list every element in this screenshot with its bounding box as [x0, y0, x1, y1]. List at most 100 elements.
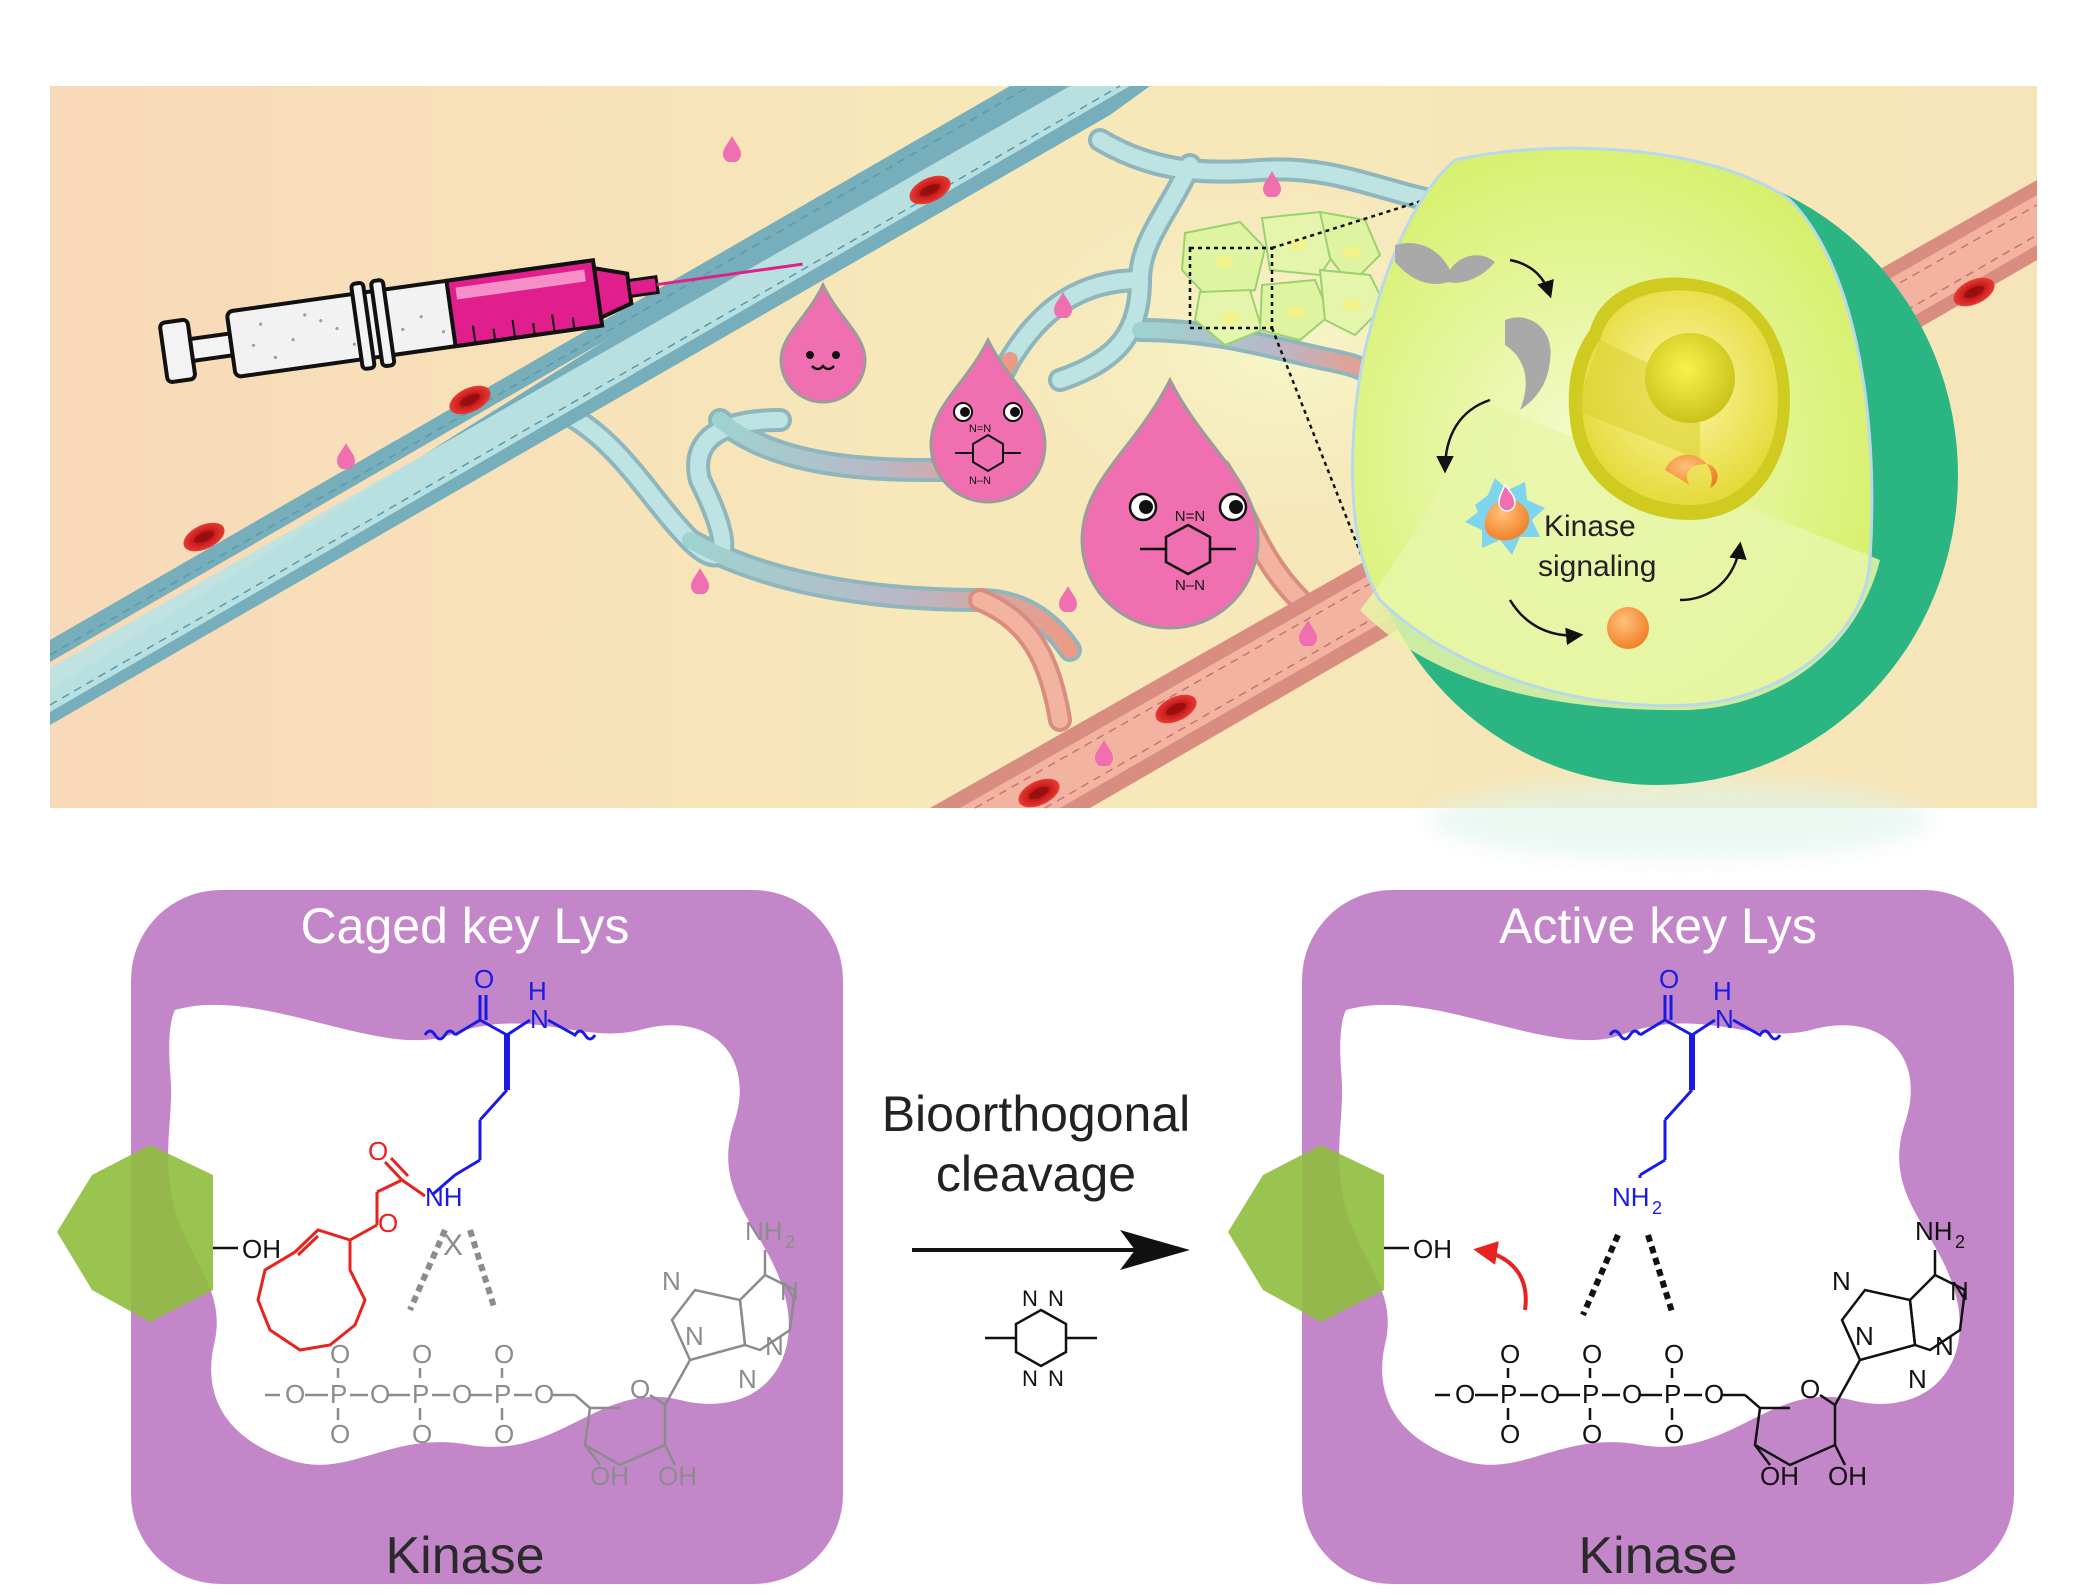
svg-text:O: O: [1500, 1419, 1520, 1449]
tumor-cell-cluster: [1180, 210, 1387, 347]
svg-text:O: O: [330, 1419, 350, 1449]
svg-text:N: N: [1832, 1266, 1851, 1296]
carbonyl-o-left: O: [474, 964, 494, 994]
lys-nh2-right: NH: [1612, 1182, 1650, 1212]
svg-text:O: O: [1800, 1374, 1820, 1404]
tetrazine-reagent: N N N N: [985, 1286, 1097, 1391]
svg-text:O: O: [412, 1419, 432, 1449]
receptor: [1395, 242, 1495, 284]
lys-nh2-sub-right: 2: [1652, 1198, 1662, 1218]
svg-text:P: P: [1500, 1379, 1517, 1409]
adaptor-protein: [1505, 317, 1551, 410]
svg-text:P: P: [412, 1379, 429, 1409]
syringe: [158, 257, 803, 384]
nucleus: [1568, 277, 1790, 520]
active-lys-panel: Active key Lys Kinase OH O H N NH 2: [1228, 890, 2014, 1585]
binding-pocket-left: [168, 1004, 789, 1465]
amide-n-right: N: [1715, 1004, 1734, 1034]
panel-title-right: Active key Lys: [1499, 898, 1817, 954]
svg-text:N=N: N=N: [1175, 508, 1205, 525]
svg-text:O: O: [1500, 1339, 1520, 1369]
panel-footer-right: Kinase: [1579, 1527, 1738, 1585]
reaction-label-1: Bioorthogonal: [882, 1086, 1191, 1142]
svg-text:N: N: [1048, 1286, 1064, 1311]
droplet-large-tetrazine: N=N N–N: [1080, 376, 1260, 630]
svg-text:N: N: [685, 1321, 704, 1351]
carbamate-o1-left: O: [368, 1136, 388, 1166]
svg-text:N–N: N–N: [969, 475, 991, 487]
svg-text:O: O: [1582, 1339, 1602, 1369]
svg-text:O: O: [330, 1339, 350, 1369]
svg-text:2: 2: [785, 1232, 795, 1252]
svg-text:N: N: [1048, 1366, 1064, 1391]
panel-title-left: Caged key Lys: [301, 898, 630, 954]
svg-text:OH: OH: [1828, 1461, 1867, 1491]
svg-text:P: P: [1664, 1379, 1681, 1409]
blood-vessel-blue: [49, 85, 1150, 725]
svg-text:O: O: [1455, 1379, 1475, 1409]
svg-text:P: P: [494, 1379, 511, 1409]
signaling-molecule: [1607, 607, 1649, 649]
svg-text:O: O: [285, 1379, 305, 1409]
svg-text:2: 2: [1955, 1232, 1965, 1252]
carbamate-o2-left: O: [378, 1208, 398, 1238]
svg-text:O: O: [1704, 1379, 1724, 1409]
caged-lys-panel: Caged key Lys Kinase OH O H N NH: [57, 890, 843, 1585]
svg-text:N=N: N=N: [969, 423, 991, 435]
tco-cage: [256, 1156, 426, 1352]
svg-text:P: P: [1582, 1379, 1599, 1409]
substrate-hexagon-left: [57, 1145, 213, 1322]
svg-text:OH: OH: [1760, 1461, 1799, 1491]
zoom-box: [1188, 246, 1274, 330]
svg-text:O: O: [494, 1419, 514, 1449]
lysine-backbone-left: [423, 995, 597, 1197]
kinase-signaling-label-1: Kinase: [1544, 510, 1636, 543]
svg-text:N: N: [1855, 1321, 1874, 1351]
lysine-backbone-right: [1608, 995, 1782, 1178]
reaction-arrowhead: [1120, 1230, 1190, 1270]
svg-text:O: O: [1622, 1379, 1642, 1409]
svg-text:N: N: [1022, 1286, 1038, 1311]
svg-text:O: O: [412, 1339, 432, 1369]
svg-text:NH: NH: [1915, 1216, 1953, 1246]
panel-footer-left: Kinase: [386, 1527, 545, 1585]
active-kinase-burst: [1465, 478, 1545, 555]
svg-text:O: O: [1664, 1419, 1684, 1449]
svg-text:N: N: [1908, 1364, 1927, 1394]
phosphoryl-transfer-arrow: [1473, 1241, 1528, 1311]
droplet-medium-tetrazine: N=N N–N: [929, 336, 1047, 504]
amide-n-left: N: [530, 1004, 549, 1034]
carbonyl-o-right: O: [1659, 964, 1679, 994]
nucleolus: [1645, 333, 1735, 423]
svg-text:O: O: [452, 1379, 472, 1409]
tissue-scene: N=N N–N N=N N–N: [49, 85, 2038, 860]
svg-text:OH: OH: [590, 1461, 629, 1491]
active-interaction: [1580, 1233, 1676, 1317]
kinase-signaling-label-2: signaling: [1538, 550, 1656, 583]
blocked-interaction: [407, 1228, 498, 1312]
droplet-small-face: [779, 281, 867, 404]
svg-text:O: O: [1540, 1379, 1560, 1409]
cell-cutaway: Kinase signaling: [1351, 146, 1958, 860]
svg-text:N: N: [1022, 1366, 1038, 1391]
hydroxyl-right: OH: [1413, 1234, 1452, 1264]
amide-h-left: H: [528, 976, 547, 1006]
svg-text:O: O: [370, 1379, 390, 1409]
reaction-arrow-group: Bioorthogonal cleavage N N N N: [882, 1086, 1191, 1391]
lys-nh-left: NH: [425, 1182, 463, 1212]
blocked-x-left: X: [443, 1229, 463, 1262]
amide-h-right: H: [1713, 976, 1732, 1006]
atp-left: O O O P P P O O O O O O O O OH OH N N N …: [265, 1216, 799, 1491]
svg-text:N: N: [738, 1364, 757, 1394]
svg-text:N: N: [662, 1266, 681, 1296]
atp-right: O O O P P P O O O O O O O O OH OH N N N …: [1435, 1216, 1969, 1491]
svg-text:NH: NH: [745, 1216, 783, 1246]
hydroxyl-left: OH: [242, 1234, 281, 1264]
reaction-label-2: cleavage: [936, 1146, 1136, 1202]
svg-text:N–N: N–N: [1175, 577, 1205, 594]
signaling-arrows: [1436, 258, 1747, 646]
svg-text:O: O: [494, 1339, 514, 1369]
svg-text:O: O: [1664, 1339, 1684, 1369]
svg-text:P: P: [330, 1379, 347, 1409]
